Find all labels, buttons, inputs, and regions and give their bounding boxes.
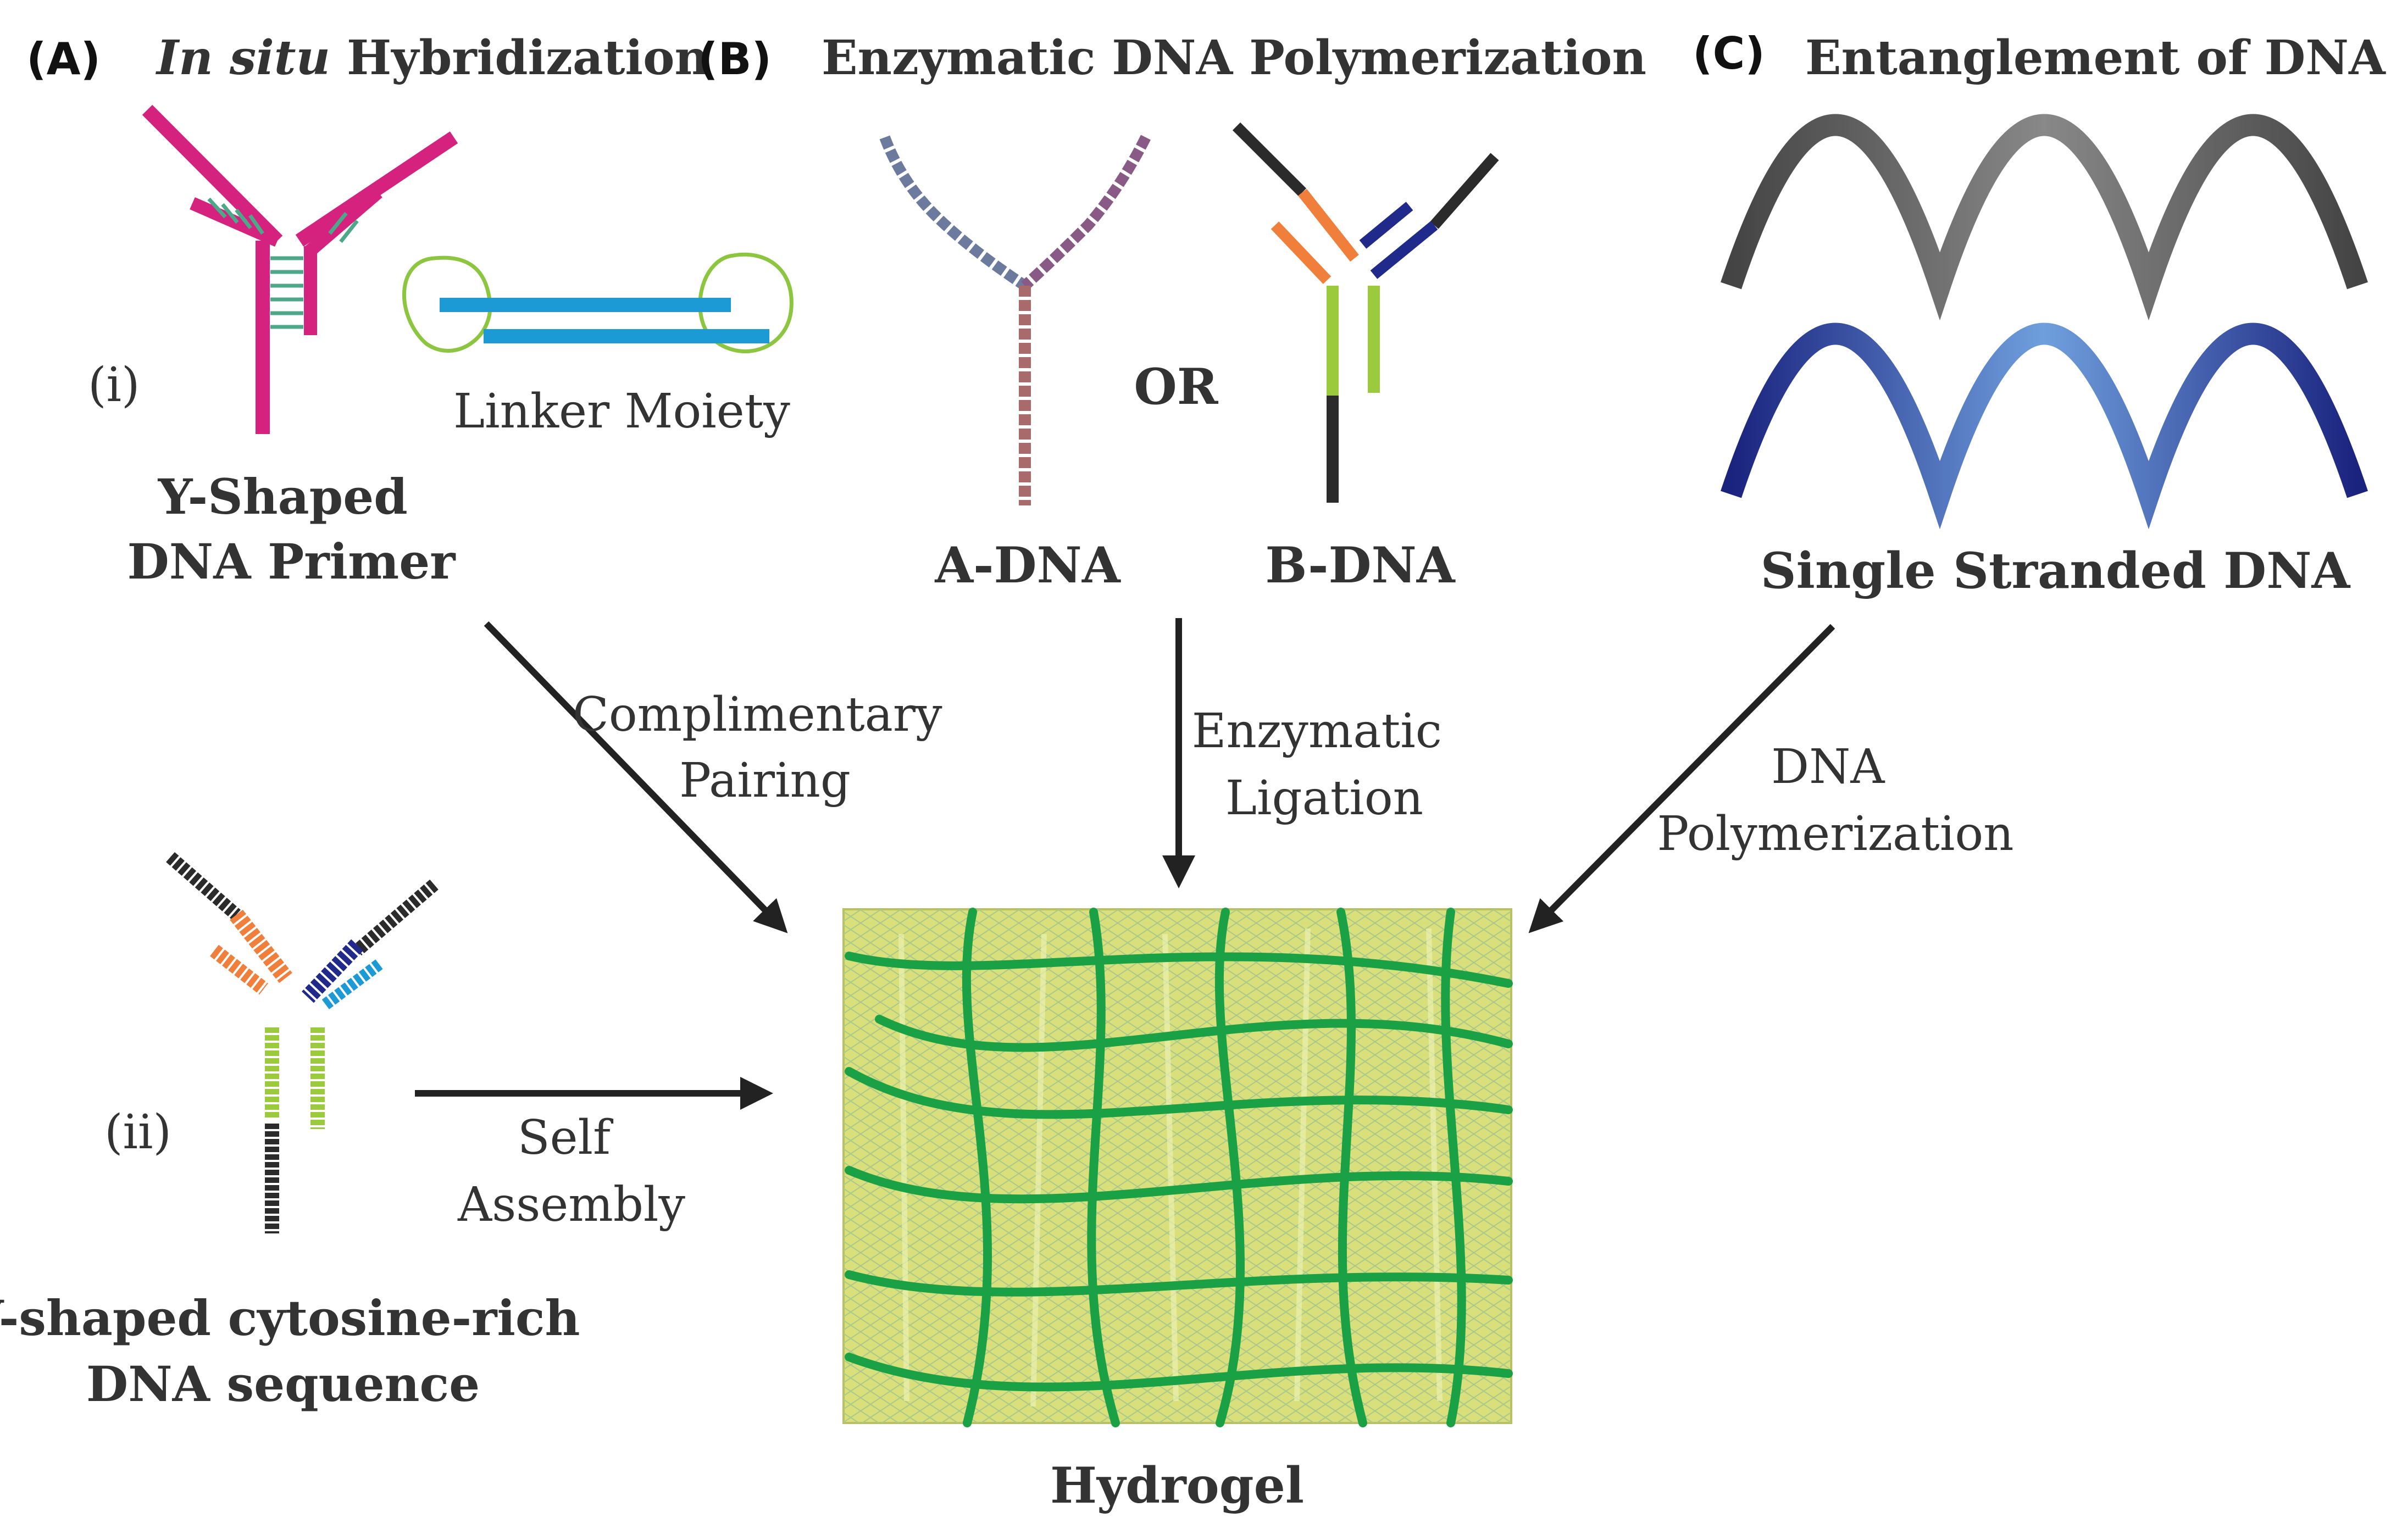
b-dna-structure [1232, 122, 1499, 503]
y-shaped-dna-primer [142, 104, 458, 434]
dna-polymerization-label: DNA Polymerization [1657, 740, 2013, 861]
arrow-a-to-hydrogel [484, 621, 788, 933]
self-assembly-label: Self Assembly [457, 1110, 685, 1232]
panel-c-title: Entanglement of DNA [1805, 30, 2386, 86]
linker-moiety-label: Linker Moiety [453, 384, 790, 439]
panel-a-title: In situ Hybridization [155, 30, 709, 86]
a-dna-structure [879, 135, 1151, 505]
cytosine-rich-label: Y-shaped cytosine-rich DNA sequence [0, 1289, 597, 1413]
y-shaped-cytosine-rich-dna [166, 852, 439, 1233]
ssdna-label: Single Stranded DNA [1761, 542, 2351, 600]
panel-c-letter: (C) [1693, 28, 1765, 79]
panel-b-letter: (B) [698, 34, 772, 85]
gray-ssdna-wave [1721, 114, 2368, 321]
hydrogel-network [842, 908, 1513, 1427]
hydrogel-fibers [845, 908, 1513, 1427]
panel-b: (B) Enzymatic DNA Polymerization A-DNA O… [698, 30, 1646, 594]
blue-ssdna-wave [1721, 323, 2368, 530]
panel-c: (C) Entanglement of DNA Single Stranded … [1693, 28, 2386, 600]
y-shaped-primer-label: Y-Shaped DNA Primer [127, 468, 456, 590]
primer-base-pairs [207, 197, 359, 329]
panel-b-title: Enzymatic DNA Polymerization [822, 30, 1646, 86]
a-dna-label: A-DNA [934, 536, 1120, 594]
hydrogel-label: Hydrogel [1050, 1456, 1304, 1515]
enzymatic-ligation-label: Enzymatic Ligation [1192, 704, 1457, 826]
complimentary-pairing-label: Complimentary Pairing [573, 687, 957, 808]
panel-a: (A) In situ Hybridization (i) Y-Shaped [0, 30, 794, 1413]
b-dna-label: B-DNA [1265, 536, 1455, 594]
panel-a-letter: (A) [26, 34, 101, 85]
linker-moiety [402, 252, 794, 353]
arrows [415, 618, 1835, 1110]
arrow-c-to-hydrogel [1528, 624, 1835, 933]
label-ii: (ii) [104, 1105, 171, 1160]
or-label: OR [1134, 358, 1218, 416]
label-i: (i) [88, 358, 140, 413]
